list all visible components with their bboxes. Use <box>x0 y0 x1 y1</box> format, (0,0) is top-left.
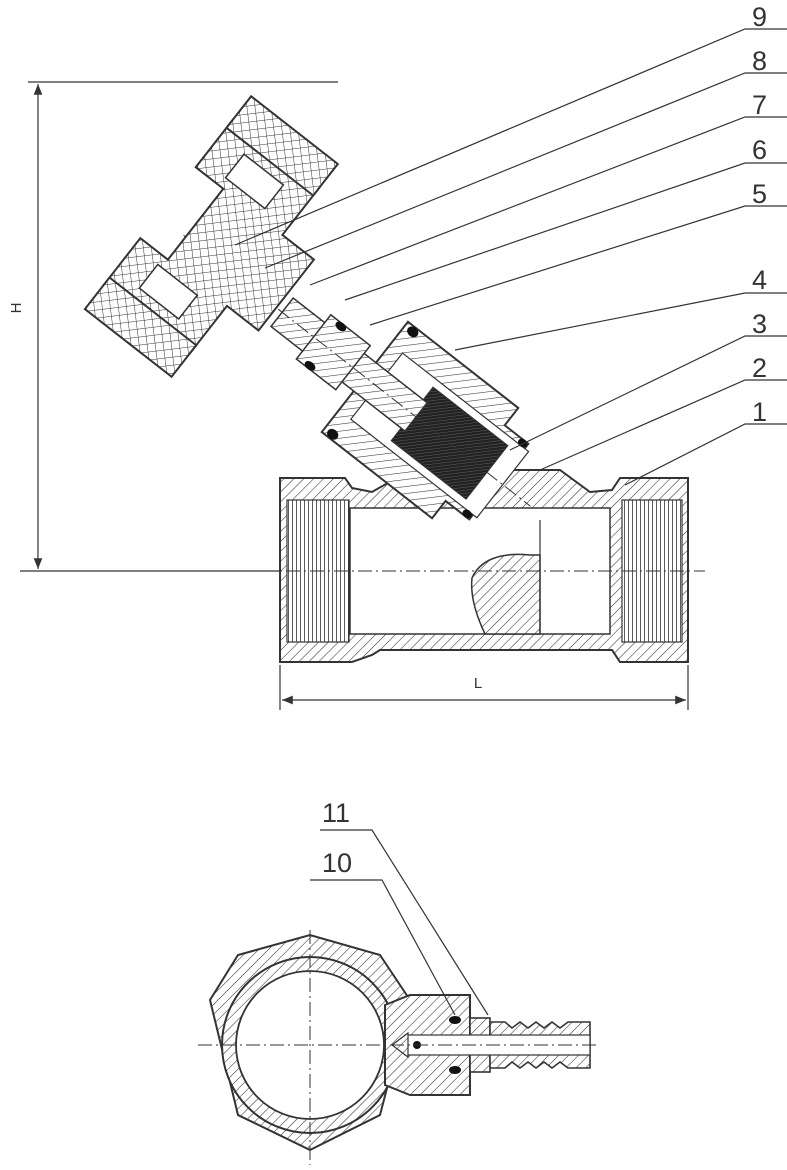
callout-9: 9 <box>752 2 767 32</box>
callout-2: 2 <box>752 353 767 383</box>
seat-wall <box>470 553 541 635</box>
callout-5: 5 <box>752 179 767 209</box>
section-view: H <box>8 28 787 663</box>
end-view <box>198 829 600 1165</box>
callout-10: 10 <box>322 848 352 878</box>
callout-11: 11 <box>322 798 350 828</box>
callout-7: 7 <box>752 90 767 120</box>
callout-leaders <box>234 28 787 486</box>
callout-4: 4 <box>752 265 767 295</box>
callout-6: 6 <box>752 135 767 165</box>
handwheel <box>83 94 340 379</box>
length-label: L <box>474 675 482 692</box>
callout-1: 1 <box>752 397 767 427</box>
length-dimension <box>279 665 689 710</box>
callout-8: 8 <box>752 46 767 76</box>
height-label: H <box>8 303 25 314</box>
callout-3: 3 <box>752 309 767 339</box>
height-dimension <box>20 81 338 572</box>
